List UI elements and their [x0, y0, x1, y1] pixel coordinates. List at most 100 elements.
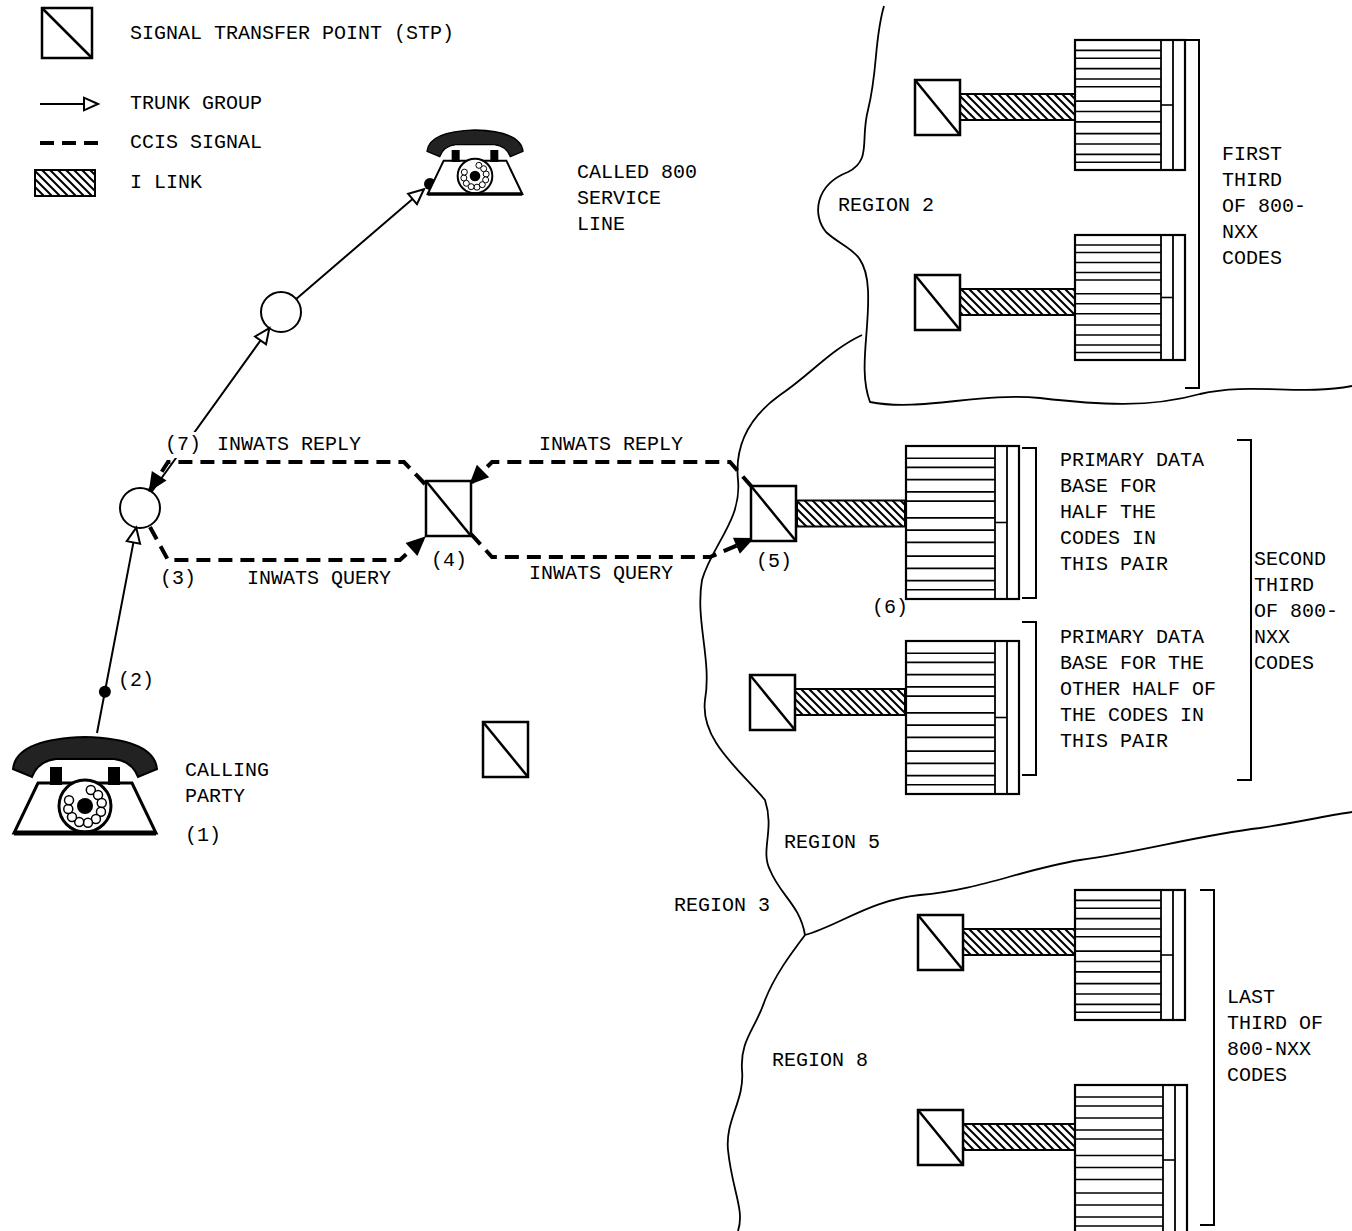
diagram-label: LAST THIRD OF 800-NXX CODES — [1225, 985, 1349, 1089]
legend-sample — [42, 8, 92, 58]
data-base-cabinet — [1075, 235, 1185, 360]
drawing-part — [1075, 40, 1185, 170]
drawing-part — [1075, 1179, 1163, 1181]
drawing-part — [14, 831, 156, 836]
drawing-part — [1075, 1204, 1163, 1206]
drawing-part — [452, 150, 460, 162]
drawing-part — [1161, 104, 1173, 106]
region-boundary — [728, 935, 805, 1231]
drawing-part — [83, 818, 92, 827]
drawing-part — [906, 568, 995, 570]
drawing-part — [1075, 334, 1161, 336]
drawing-part — [1075, 303, 1161, 305]
data-base-cabinet — [1075, 1085, 1187, 1231]
drawing-part — [906, 500, 995, 502]
ccis-signal — [150, 527, 424, 560]
legend-sample — [40, 143, 98, 144]
drawing-part — [1075, 100, 1161, 102]
stp-square — [915, 275, 960, 330]
drawing-part — [1075, 1085, 1187, 1231]
stp-diagonal — [915, 275, 960, 330]
drawing-part — [1075, 1129, 1163, 1131]
telephone-node: CALLING PARTY(1) — [10, 725, 310, 851]
drawing-part — [906, 580, 995, 582]
drawing-part — [906, 763, 995, 765]
drawing-part — [1075, 244, 1161, 246]
stp-square — [918, 1110, 963, 1165]
bracket — [1185, 40, 1199, 388]
drawing-part — [461, 175, 467, 181]
drawing-part — [483, 171, 489, 177]
drawing-part — [906, 517, 995, 519]
arrow-head — [127, 528, 140, 544]
stp-icon — [750, 485, 797, 542]
stp-symbol — [915, 80, 960, 135]
drawing-part — [1075, 143, 1161, 145]
drawing-part — [13, 737, 157, 777]
i-link — [963, 1124, 1075, 1150]
drawing-part — [906, 446, 1019, 599]
drawing-part — [1075, 252, 1161, 254]
drawing-part — [470, 171, 481, 182]
drawing-part — [906, 479, 995, 481]
drawing-part — [1075, 961, 1161, 963]
drawing-part — [906, 695, 995, 697]
trunk-group — [97, 178, 436, 733]
drawing-part — [1075, 262, 1161, 264]
i-link — [960, 94, 1075, 120]
drawing-part — [1075, 235, 1185, 360]
drawing-part — [1075, 1117, 1163, 1119]
legend-text: TRUNK GROUP — [130, 91, 262, 117]
phone-icon — [425, 122, 525, 212]
drawing-part — [1075, 293, 1161, 295]
bracket — [1022, 448, 1036, 598]
drawing-part — [59, 780, 111, 832]
drawing-part — [1075, 279, 1161, 281]
drawing-part — [906, 724, 995, 726]
stp-diagonal — [42, 8, 92, 58]
data-base-node: PRIMARY DATA BASE FOR THE OTHER HALF OF … — [870, 625, 1230, 805]
ccis-sample — [40, 141, 98, 145]
data-base-cabinet — [906, 641, 1019, 794]
legend-sample — [40, 98, 98, 111]
drawing-part — [1075, 971, 1161, 973]
drawing-part — [1075, 50, 1161, 52]
stp-node: (4) — [423, 480, 477, 580]
drawing-part — [1075, 1216, 1163, 1218]
arrow-head — [734, 539, 752, 552]
ccis-signal — [150, 462, 425, 490]
callout-number: (3) — [158, 566, 198, 592]
drawing-part — [906, 491, 995, 493]
arrow-head — [408, 189, 424, 204]
stp-diagonal — [750, 675, 795, 730]
diagram-label: INWATS QUERY — [245, 566, 393, 592]
drawing-part — [1075, 950, 1161, 952]
stp-diagonal — [918, 1110, 963, 1165]
edge-label: INWATS REPLY — [537, 432, 685, 458]
drawing-part — [1075, 344, 1161, 346]
drawing-part — [906, 589, 995, 591]
drawing-part — [1075, 313, 1161, 315]
drawing-part — [1075, 1155, 1163, 1157]
i-link-sample — [35, 170, 95, 196]
drawing-part — [906, 686, 995, 688]
drawing-part — [1075, 918, 1161, 920]
legend-sample — [35, 170, 95, 196]
arrow-head — [407, 538, 424, 554]
drawing-part — [1075, 993, 1161, 995]
drawing-part — [1161, 297, 1173, 299]
telephone-figure — [427, 130, 523, 194]
drawing-part — [906, 641, 1019, 794]
node-text: (1) — [185, 823, 233, 849]
drawing-part — [474, 184, 480, 190]
i-link — [963, 929, 1075, 955]
node-text: (4) — [423, 548, 475, 574]
drawing-part — [1075, 154, 1161, 156]
trunk-line — [97, 189, 424, 733]
telephone-node: CALLED 800 SERVICE LINE — [425, 122, 785, 240]
arrow-head — [255, 328, 269, 344]
data-base-node: (6)PRIMARY DATA BASE FOR HALF THE CODES … — [870, 440, 1230, 623]
drawing-part — [1161, 954, 1173, 956]
drawing-part — [906, 750, 995, 752]
drawing-part — [1075, 78, 1161, 80]
